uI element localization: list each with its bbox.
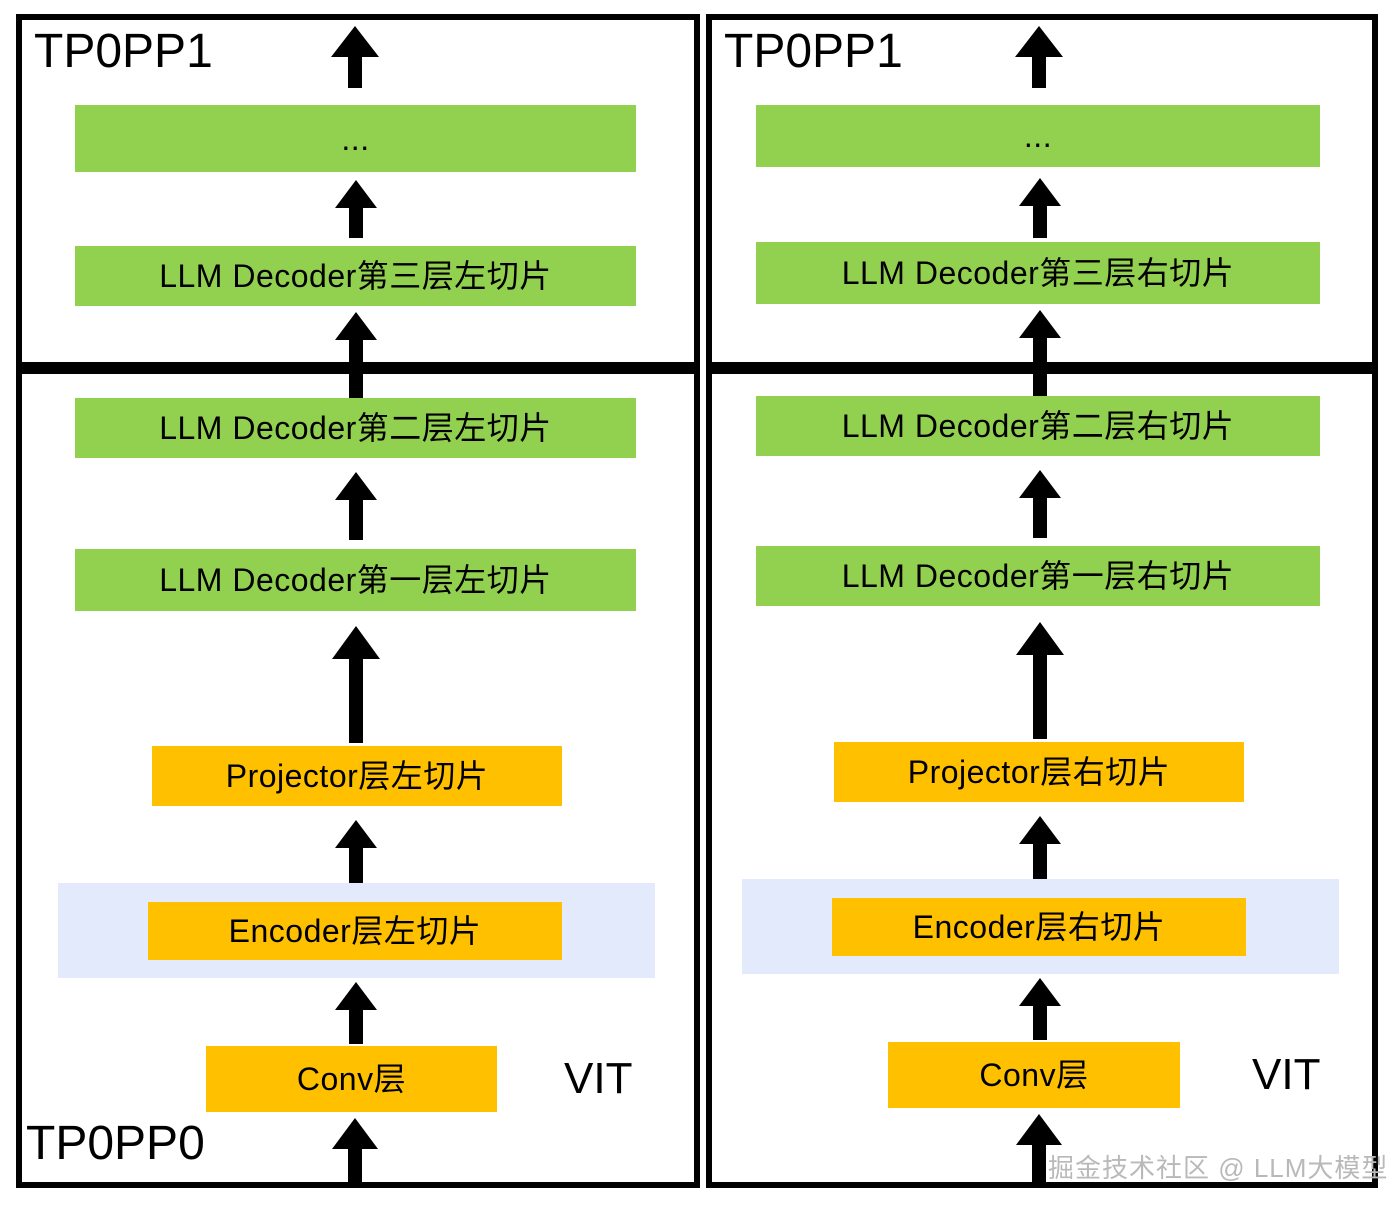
stage-label-left-pp1: TP0PP1 (34, 25, 213, 78)
block-right-encoder: Encoder层右切片 (832, 898, 1246, 956)
block-left-ellipsis: ... (75, 105, 636, 172)
vit-label-left: VIT (564, 1054, 633, 1103)
block-left-llm-decoder-2: LLM Decoder第二层左切片 (75, 398, 636, 458)
block-right-conv: Conv层 (888, 1042, 1180, 1108)
arrow-right-encoder-to-projector (1018, 816, 1062, 884)
block-label: LLM Decoder第三层右切片 (841, 255, 1235, 291)
block-right-llm-decoder-1: LLM Decoder第一层右切片 (756, 546, 1320, 606)
block-left-conv: Conv层 (206, 1046, 497, 1112)
block-label: ... (1023, 118, 1053, 154)
block-right-llm-decoder-2: LLM Decoder第二层右切片 (756, 396, 1320, 456)
block-label: ... (341, 120, 370, 157)
arrow-left-output (330, 26, 380, 88)
arrow-left-encoder-to-projector (334, 820, 378, 888)
arrow-left-projector-to-decoder1 (331, 626, 381, 743)
block-label: Projector层右切片 (907, 754, 1171, 790)
block-label: LLM Decoder第一层左切片 (159, 562, 552, 598)
block-left-llm-decoder-1: LLM Decoder第一层左切片 (75, 549, 636, 611)
block-right-llm-decoder-3: LLM Decoder第三层右切片 (756, 242, 1320, 304)
block-label: LLM Decoder第三层左切片 (159, 258, 552, 294)
arrow-right-decoder2-to-decoder3 (1018, 310, 1062, 398)
arrow-right-decoder3-to-ellipsis (1018, 178, 1062, 238)
arrow-left-conv-to-encoder (334, 982, 378, 1044)
arrow-left-input (331, 1118, 379, 1188)
block-left-encoder: Encoder层左切片 (148, 902, 562, 960)
block-label: Encoder层右切片 (912, 909, 1166, 945)
arrow-right-output (1014, 26, 1064, 88)
block-label: LLM Decoder第二层左切片 (159, 410, 552, 446)
block-right-ellipsis: ... (756, 105, 1320, 167)
arrow-right-conv-to-encoder (1018, 978, 1062, 1040)
block-label: Projector层左切片 (225, 758, 489, 794)
block-left-llm-decoder-3: LLM Decoder第三层左切片 (75, 246, 636, 306)
block-left-projector: Projector层左切片 (152, 746, 562, 806)
stage-label-right-pp1: TP0PP1 (724, 25, 903, 78)
block-label: LLM Decoder第二层右切片 (841, 408, 1235, 444)
arrow-right-projector-to-decoder1 (1015, 622, 1065, 739)
arrow-left-decoder3-to-ellipsis (334, 180, 378, 238)
block-right-projector: Projector层右切片 (834, 742, 1244, 802)
arrow-left-decoder2-to-decoder3 (334, 312, 378, 398)
stage-label-left-pp0: TP0PP0 (26, 1117, 205, 1170)
arrow-left-decoder1-to-decoder2 (334, 472, 378, 540)
arrow-right-input (1015, 1114, 1063, 1184)
vit-label-right: VIT (1252, 1050, 1321, 1099)
block-label: Conv层 (979, 1057, 1089, 1093)
block-label: LLM Decoder第一层右切片 (841, 558, 1235, 594)
arrow-right-decoder1-to-decoder2 (1018, 470, 1062, 538)
block-label: Encoder层左切片 (228, 913, 482, 949)
watermark: 掘金技术社区 @ LLM大模型 (1048, 1153, 1389, 1183)
block-label: Conv层 (296, 1061, 407, 1097)
